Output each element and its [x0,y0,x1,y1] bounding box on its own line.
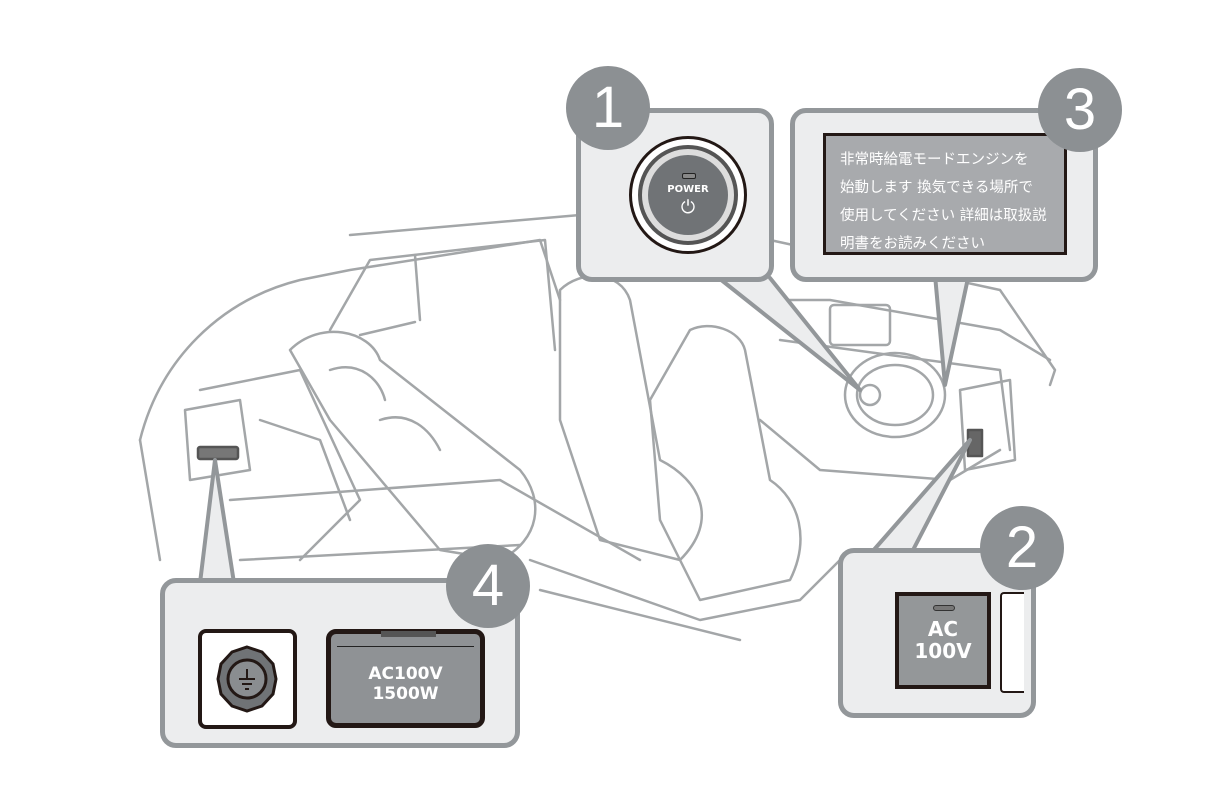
outlet-line1: AC100V [368,664,443,684]
ac-outlet-cover[interactable]: AC100V 1500W [326,629,485,728]
outlet-line2: 1500W [372,684,439,704]
adjacent-switch [1000,592,1024,693]
ac-switch-line1: AC [927,617,959,641]
screen-line: 明書をお読みください [840,236,985,252]
screen-line: 始動します 換気できる場所で [840,180,1033,196]
ac-switch-line2: 100V [914,639,972,663]
callout-number-3: 3 [1038,68,1122,152]
callout-power-button: POWER ⏻ [576,108,774,282]
ac-indicator-led [933,605,955,611]
callout-display-message: 非常時給電モードエンジンを 始動します 換気できる場所で 使用してください 詳細… [790,108,1098,282]
callout-number-4: 4 [446,544,530,628]
callout-number-1: 1 [566,66,650,150]
ground-icon [216,645,278,713]
screen-line: 非常時給電モードエンジンを [840,152,1029,168]
callout-rear-outlet: AC100V 1500W [160,578,520,748]
power-button-face: POWER ⏻ [648,155,728,235]
power-label: POWER [667,184,709,195]
display-screen: 非常時給電モードエンジンを 始動します 換気できる場所で 使用してください 詳細… [823,133,1067,255]
ac-100v-switch[interactable]: AC 100V [895,592,991,689]
cover-tab [381,631,436,637]
power-button[interactable]: POWER ⏻ [629,136,747,254]
cover-lid-line [337,646,474,647]
power-indicator-led [682,173,696,179]
power-button-ring: POWER ⏻ [638,145,738,245]
callout-number-2: 2 [980,506,1064,590]
ground-terminal[interactable] [198,629,297,729]
screen-line: 使用してください 詳細は取扱説 [840,208,1047,224]
callout-ac-switch: AC 100V [838,548,1036,718]
power-icon: ⏻ [680,197,696,218]
